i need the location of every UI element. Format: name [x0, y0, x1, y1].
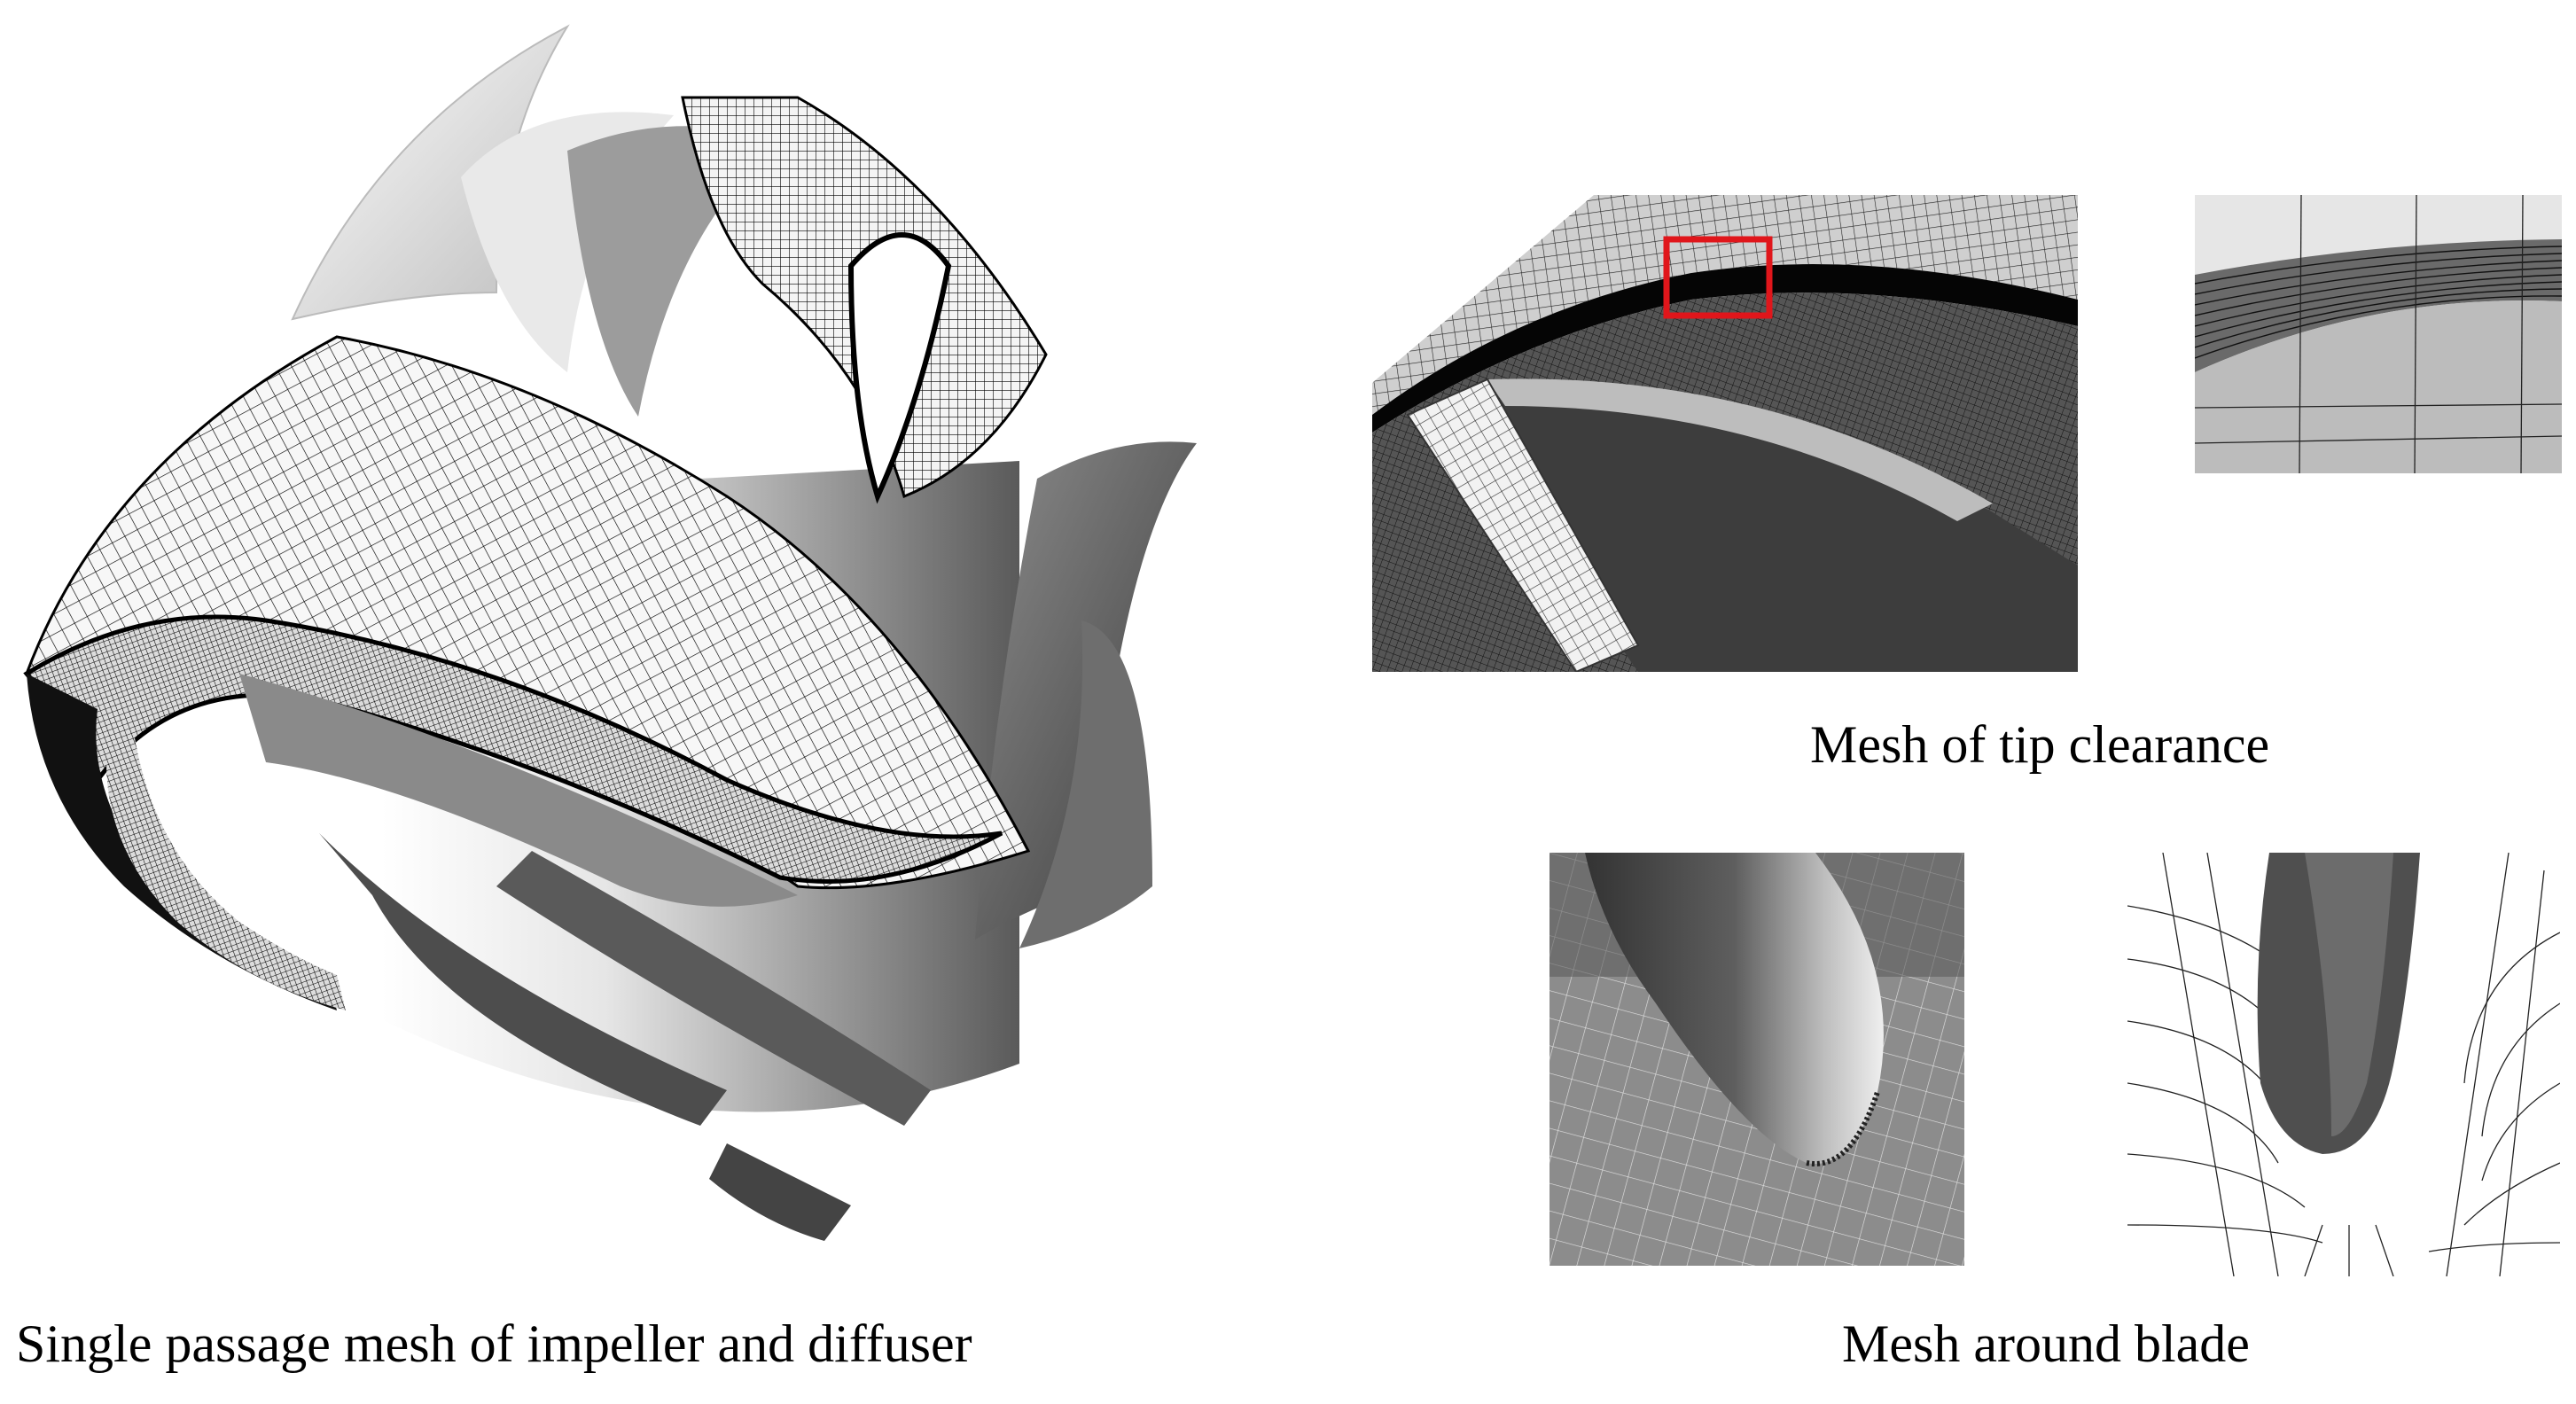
tip-meshed-strip: [1406, 378, 1640, 672]
tip-clearance-zoom-inset: [2195, 195, 2562, 473]
blade-boundary-layer: [1806, 1091, 1880, 1166]
tip-zoom-svg: [2195, 195, 2562, 473]
inlet-wrap-band-inner: [106, 727, 346, 1010]
diffuser-vane-lower-3: [709, 1143, 851, 1241]
blade-mesh-shaded-view: [1550, 853, 1964, 1266]
impeller-diffuser-svg: [23, 24, 1197, 1241]
blade-wireframe-svg: [2127, 853, 2560, 1276]
blade-mesh-wireframe-view: [2127, 853, 2560, 1276]
blade-shaded-svg: [1550, 853, 1964, 1266]
impeller-diffuser-mesh-figure: [0, 0, 1312, 1276]
tip-clearance-mesh-view: [1372, 193, 2078, 672]
diffuser-vane-grey-top: [567, 126, 780, 417]
blade-pressure-side: [239, 674, 798, 907]
tip-gap-band: [1372, 264, 2078, 433]
tip-highlight-box: [1663, 236, 1773, 319]
caption-tip-clearance: Mesh of tip clearance: [1810, 715, 2270, 774]
diffuser-vane-light-1: [291, 24, 570, 321]
zoom-grid-lines: [2195, 195, 2562, 473]
tip-clearance-svg: [1372, 193, 2078, 672]
diffuser-vane-right-2: [1019, 620, 1152, 948]
blade-body-highlight: [2305, 853, 2393, 1136]
caption-main: Single passage mesh of impeller and diff…: [16, 1314, 972, 1373]
zoom-layer-lines: [2195, 246, 2562, 359]
diffuser-vane-lower-1: [319, 833, 727, 1126]
zoom-upper-region: [2195, 195, 2562, 275]
meshed-blade-tall-slot: [847, 232, 952, 504]
tip-shroud-surface: [1372, 195, 2078, 415]
diffuser-vane-lower-2: [496, 851, 931, 1126]
caption-blade-mesh: Mesh around blade: [1842, 1314, 2250, 1373]
blade-body-shaded: [1585, 853, 1884, 1164]
zoom-lower-region: [2195, 300, 2562, 473]
tip-hub-dark-region: [1496, 388, 2078, 672]
wireframe-mesh-lines: [2127, 853, 2560, 1276]
tip-blade-edge-light: [1487, 378, 1993, 521]
